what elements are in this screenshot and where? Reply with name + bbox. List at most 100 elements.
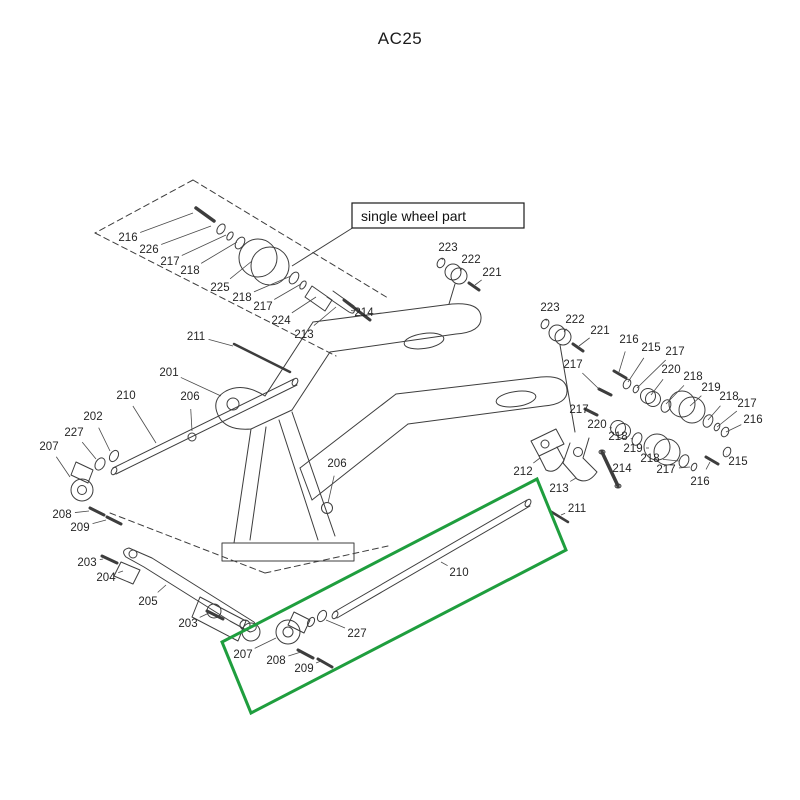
part-label-214: 214 <box>354 307 374 319</box>
part-label-221: 221 <box>482 267 501 279</box>
part-label-226: 226 <box>139 244 158 256</box>
leader-line <box>315 660 322 664</box>
part-label-206: 206 <box>327 458 346 470</box>
part-label-210: 210 <box>116 390 135 402</box>
leader-line <box>291 296 317 314</box>
line-art <box>70 179 732 669</box>
part-label-217: 217 <box>656 464 675 476</box>
part-label-206: 206 <box>180 391 199 403</box>
leader-line <box>118 570 124 574</box>
part-label-211: 211 <box>187 331 205 343</box>
leader-line <box>98 427 111 452</box>
part-label-203: 203 <box>178 618 197 630</box>
leader-line <box>200 241 238 264</box>
part-label-216: 216 <box>619 334 638 346</box>
part-label-218: 218 <box>180 265 199 277</box>
part-label-218: 218 <box>608 431 627 443</box>
leader-line <box>313 306 337 326</box>
leader-line <box>253 275 292 293</box>
part-label-223: 223 <box>438 242 457 254</box>
part-label-218: 218 <box>719 391 738 403</box>
part-label-205: 205 <box>138 596 157 608</box>
part-label-217: 217 <box>569 404 588 416</box>
leader-lines <box>55 212 742 664</box>
leader-line <box>440 561 448 567</box>
part-label-217: 217 <box>253 301 272 313</box>
leader-line <box>274 283 302 300</box>
leader-line <box>705 461 711 470</box>
part-label-224: 224 <box>271 315 291 327</box>
leader-line <box>327 475 335 504</box>
leader-line <box>254 637 277 649</box>
leader-line <box>181 234 227 256</box>
callout-box <box>351 202 525 229</box>
leader-line <box>74 510 90 513</box>
leader-line <box>725 424 742 433</box>
leader-line <box>325 619 346 629</box>
part-label-216: 216 <box>118 232 137 244</box>
part-label-210: 210 <box>449 567 468 579</box>
leader-line <box>157 584 167 593</box>
lower-fork <box>299 376 568 501</box>
leader-line <box>662 458 680 462</box>
part-label-202: 202 <box>83 411 102 423</box>
roller-assembly-right-upper <box>597 369 730 438</box>
leader-line <box>140 212 194 233</box>
axle-shaft-highlighted <box>275 498 570 669</box>
leader-line <box>627 357 645 383</box>
part-label-214: 214 <box>612 463 632 475</box>
part-label-207: 207 <box>233 649 252 661</box>
part-label-219: 219 <box>701 382 720 394</box>
leader-line <box>474 279 482 286</box>
part-label-215: 215 <box>728 456 747 468</box>
part-label-207: 207 <box>39 441 58 453</box>
part-label-218: 218 <box>640 453 659 465</box>
leader-line <box>618 351 626 373</box>
leader-line <box>689 395 702 407</box>
leader-line <box>678 466 691 469</box>
part-label-204: 204 <box>96 572 116 584</box>
leader-line <box>132 405 157 444</box>
part-label-217: 217 <box>563 359 582 371</box>
leader-line <box>229 260 253 280</box>
part-label-216: 216 <box>690 476 709 488</box>
part-label-208: 208 <box>52 509 71 521</box>
leader-line <box>578 337 590 347</box>
part-label-218: 218 <box>683 371 702 383</box>
part-label-219: 219 <box>623 443 642 455</box>
part-label-211: 211 <box>568 503 586 515</box>
leader-line <box>99 558 104 560</box>
leader-line <box>716 410 738 428</box>
leader-line <box>707 405 721 421</box>
leader-line <box>636 359 666 389</box>
leader-line <box>570 477 577 482</box>
part-label-209: 209 <box>70 522 89 534</box>
part-label-218: 218 <box>232 292 251 304</box>
part-label-213: 213 <box>549 483 568 495</box>
part-label-217: 217 <box>737 398 756 410</box>
leader-line <box>459 268 463 272</box>
part-label-212: 212 <box>513 466 532 478</box>
callout: single wheel part <box>291 202 525 267</box>
leader-line <box>81 441 97 460</box>
part-label-227: 227 <box>64 427 83 439</box>
bracket-assemblies-right <box>530 428 622 489</box>
single-wheel-part-exploded-group <box>194 206 372 374</box>
part-label-225: 225 <box>210 282 229 294</box>
part-label-201: 201 <box>159 367 178 379</box>
axle-shaft-left <box>110 377 299 476</box>
part-label-203: 203 <box>77 557 96 569</box>
part-label-221: 221 <box>590 325 609 337</box>
mast-frame <box>215 386 355 562</box>
roller-assembly-right-lower <box>583 407 732 472</box>
part-label-220: 220 <box>587 419 606 431</box>
wheel-assembly-left <box>70 449 123 526</box>
part-label-209: 209 <box>294 663 313 675</box>
leader-line <box>533 457 541 464</box>
part-label-223: 223 <box>540 302 559 314</box>
leader-line <box>208 339 234 347</box>
explosion-guide-lines <box>94 179 389 574</box>
